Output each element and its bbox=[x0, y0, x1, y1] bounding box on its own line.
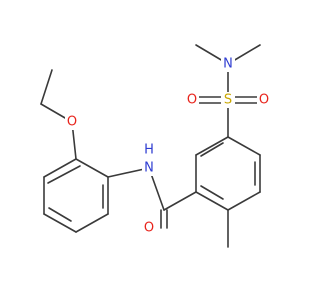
bond-12 bbox=[227, 191, 261, 211]
bond-16 bbox=[200, 142, 224, 157]
atom-label-n-top: N bbox=[223, 57, 233, 72]
atom-label-o-carbonyl: O bbox=[144, 221, 154, 236]
atom-o-sulfonyl-right: O bbox=[257, 92, 271, 108]
bond-26 bbox=[43, 213, 77, 233]
atom-label-o-s-left: O bbox=[187, 93, 197, 108]
bond-29 bbox=[47, 165, 81, 184]
bond-34 bbox=[40, 69, 53, 105]
atom-label-nh-h: H bbox=[144, 143, 154, 158]
bond-24 bbox=[43, 158, 77, 178]
atom-n-dimethylamino: N bbox=[221, 56, 235, 72]
molecule-structure: N S O O O H N O bbox=[40, 44, 271, 248]
atom-label-s: S bbox=[224, 93, 232, 108]
bond-27 bbox=[75, 213, 109, 233]
bond-15 bbox=[200, 185, 224, 200]
bond-30 bbox=[48, 207, 72, 222]
bond-9 bbox=[195, 136, 229, 156]
atom-o-ether: O bbox=[65, 114, 79, 130]
bond-8 bbox=[227, 136, 261, 156]
atom-s-sulfonyl: S bbox=[221, 92, 235, 108]
bond-18 bbox=[163, 191, 197, 211]
atom-label-o-ether: O bbox=[67, 115, 77, 130]
atom-o-carbonyl: O bbox=[142, 220, 156, 236]
bond-11 bbox=[195, 191, 229, 211]
atom-nh-amide: H N bbox=[142, 142, 156, 176]
atom-o-sulfonyl-left: O bbox=[185, 92, 199, 108]
atom-label-o-s-right: O bbox=[259, 93, 269, 108]
bond-23 bbox=[75, 158, 109, 178]
atom-label-nh-n: N bbox=[144, 161, 154, 176]
structure-canvas: N S O O O H N O bbox=[40, 44, 271, 248]
